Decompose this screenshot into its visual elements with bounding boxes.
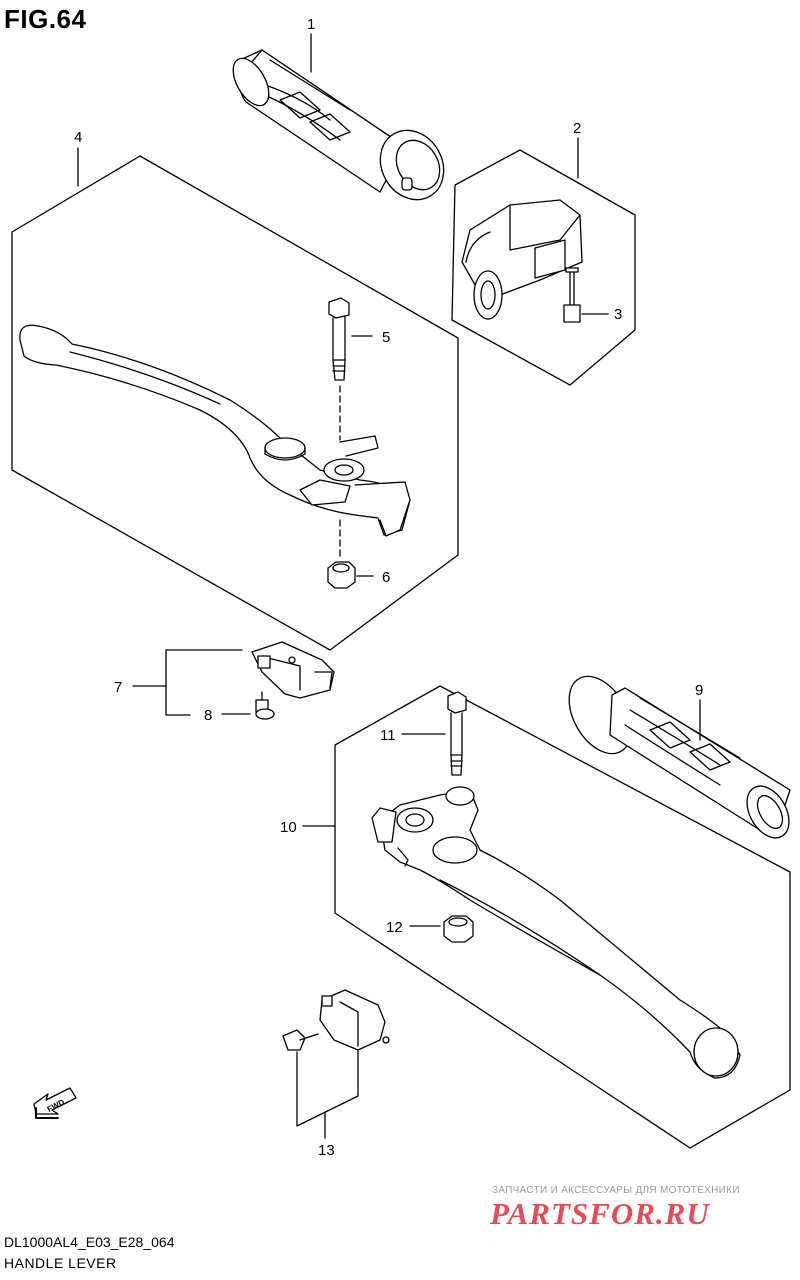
part-13-clutch-switch[interactable] <box>282 989 390 1051</box>
part-6-nut[interactable] <box>327 561 356 589</box>
callout-1: 1 <box>307 16 315 33</box>
part-12-nut[interactable] <box>443 915 474 943</box>
bracket-box-10 <box>334 685 791 1149</box>
fwd-arrow-icon <box>33 1087 77 1119</box>
part-8-screw[interactable] <box>255 691 275 720</box>
callout-12: 12 <box>386 919 403 936</box>
bracket-7 <box>132 649 243 716</box>
diagram-code: DL1000AL4_E03_E28_064 <box>4 1234 175 1250</box>
part-5-bolt[interactable] <box>328 297 350 381</box>
watermark-logo: PARTSFOR.RU <box>490 1196 710 1231</box>
callout-2: 2 <box>573 120 581 137</box>
watermark-tagline: ЗАПЧАСТИ И АКСЕССУАРЫ ДЛЯ МОТОТЕХНИКИ <box>492 1185 740 1196</box>
callout-4: 4 <box>74 129 82 146</box>
callout-11: 11 <box>380 727 396 744</box>
callout-6: 6 <box>382 569 390 586</box>
part-9-left-grip[interactable] <box>556 666 797 846</box>
callout-10: 10 <box>280 819 297 836</box>
bracket-box-2 <box>451 149 636 386</box>
callout-8: 8 <box>204 707 212 724</box>
callout-9: 9 <box>695 682 703 699</box>
part-3-screw[interactable] <box>563 267 581 323</box>
part-7-front-brake-switch[interactable] <box>251 641 335 699</box>
part-4-brake-lever[interactable] <box>19 324 411 537</box>
callout-5: 5 <box>382 329 390 346</box>
callout-3: 3 <box>614 306 622 323</box>
bracket-box-4 <box>11 155 459 651</box>
part-11-pivot-bolt[interactable] <box>447 691 467 776</box>
callout-7: 7 <box>114 679 122 696</box>
callout-13: 13 <box>318 1142 335 1159</box>
part-1-throttle-grip[interactable] <box>226 49 456 211</box>
part-10-clutch-lever[interactable] <box>371 786 741 1079</box>
diagram-section-title: HANDLE LEVER <box>4 1255 117 1271</box>
figure-title: FIG.64 <box>4 4 87 34</box>
bracket-13 <box>296 1049 359 1127</box>
part-2-throttle-housing[interactable] <box>461 199 583 320</box>
